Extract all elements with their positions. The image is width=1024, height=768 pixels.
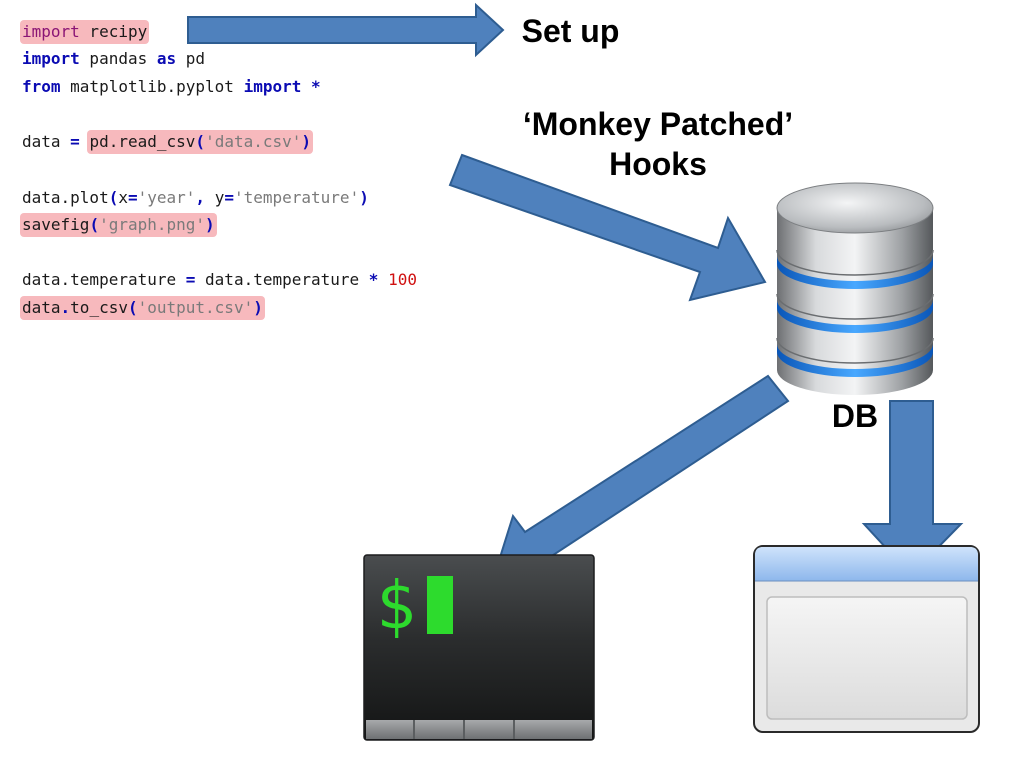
code-text: data [22, 132, 71, 151]
window-icon [753, 545, 980, 733]
operator: = [185, 270, 196, 289]
code-text: data.temperature [22, 270, 186, 289]
code-text: data.plot [22, 188, 109, 207]
code-line-2: import pandas as pd [22, 47, 205, 71]
string-literal: 'output.csv' [137, 298, 254, 317]
code-text: pd [176, 49, 206, 68]
hooked-savefig-highlight: savefig('graph.png') [20, 213, 217, 237]
operator: = [127, 188, 138, 207]
operator: ( [127, 298, 138, 317]
setup-label: Set up [521, 13, 620, 49]
keyword: import [243, 77, 302, 96]
operator: ) [205, 215, 215, 234]
database-icon [776, 182, 934, 395]
operator: ( [89, 215, 100, 234]
code-text: data.temperature [195, 270, 369, 289]
operator: = [224, 188, 234, 207]
string-literal: 'data.csv' [205, 132, 302, 151]
string-literal: 'year' [137, 188, 196, 207]
operator: ( [108, 188, 119, 207]
keyword: import [22, 22, 80, 41]
code-line-7: data.temperature = data.temperature * 10… [22, 268, 417, 292]
code-line-1: import recipy [20, 20, 150, 44]
code-text: recipy [79, 22, 148, 41]
string-literal: 'graph.png' [99, 215, 206, 234]
operator: . [60, 298, 71, 317]
hooked-to-csv-highlight: data.to_csv('output.csv') [20, 296, 265, 320]
code-text: y [205, 188, 225, 207]
hooks-label: Hooks [609, 146, 707, 182]
terminal-icon: $ [363, 554, 595, 741]
monkey-patched-label: ‘Monkey Patched’ [522, 106, 794, 142]
operator: * [301, 77, 321, 96]
code-line-5: data.plot(x='year', y='temperature') [22, 186, 369, 210]
string-literal: 'temperature' [233, 188, 360, 207]
operator: ( [195, 132, 206, 151]
keyword: import [22, 49, 80, 68]
code-line-3: from matplotlib.pyplot import * [22, 75, 321, 99]
code-text: to_csv [70, 298, 128, 317]
operator: ) [253, 298, 263, 317]
code-text: x [118, 188, 128, 207]
code-text: data [22, 298, 61, 317]
code-text: matplotlib.pyplot [60, 77, 244, 96]
keyword: from [22, 77, 61, 96]
hooked-read-csv-highlight: pd.read_csv('data.csv') [87, 130, 314, 154]
hooks-arrow [448, 153, 767, 302]
hooked-import-highlight: import recipy [20, 20, 150, 44]
code-text: savefig [22, 215, 90, 234]
number-literal: 100 [388, 270, 417, 289]
operator: * [368, 270, 379, 289]
db-label: DB [831, 398, 879, 434]
code-line-8: data.to_csv('output.csv') [20, 296, 265, 320]
keyword: as [156, 49, 177, 68]
operator: ) [359, 188, 369, 207]
operator: , [195, 188, 206, 207]
operator: ) [301, 132, 312, 151]
code-text: pd.read_csv [89, 132, 196, 151]
code-line-6: savefig('graph.png') [20, 213, 217, 237]
setup-arrow [187, 2, 505, 58]
code-text: pandas [79, 49, 157, 68]
terminal-prompt-glyph: $ [376, 567, 416, 644]
code-line-4: data = pd.read_csv('data.csv') [22, 130, 314, 154]
operator: = [70, 132, 80, 151]
